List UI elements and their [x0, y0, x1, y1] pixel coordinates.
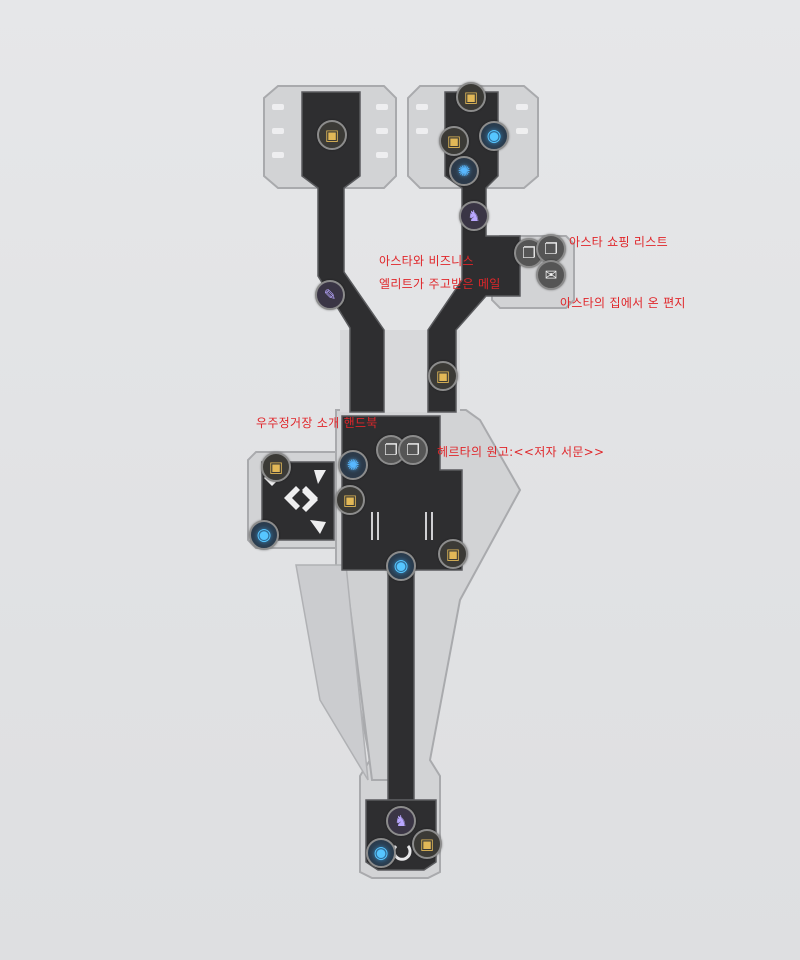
- treasure-chest-icon[interactable]: ▣: [428, 361, 458, 391]
- label-business-line2: 엘리트가 주고받은 메일: [379, 277, 501, 291]
- treasure-chest-icon[interactable]: ▣: [456, 82, 486, 112]
- label-intro-handbook: 우주정거장 소개 핸드북: [256, 416, 378, 430]
- treasure-chest-icon[interactable]: ▣: [412, 829, 442, 859]
- treasure-chest-icon[interactable]: ▣: [317, 120, 347, 150]
- space-anchor-icon[interactable]: ◉: [366, 838, 396, 868]
- treasure-chest-icon[interactable]: ▣: [335, 485, 365, 515]
- space-anchor-icon[interactable]: ◉: [249, 520, 279, 550]
- label-manuscript: 헤르타의 원고:<<저자 서문>>: [437, 445, 605, 459]
- swirl-icon[interactable]: ✺: [449, 156, 479, 186]
- npc-icon[interactable]: ♞: [386, 806, 416, 836]
- space-anchor-icon[interactable]: ◉: [479, 121, 509, 151]
- treasure-chest-icon[interactable]: ▣: [261, 452, 291, 482]
- swirl-icon[interactable]: ✺: [338, 450, 368, 480]
- space-anchor-icon[interactable]: ◉: [386, 551, 416, 581]
- readable-book-icon[interactable]: ❐: [536, 234, 566, 264]
- label-letter-home: 아스타의 집에서 온 편지: [560, 296, 686, 310]
- npc-icon[interactable]: ♞: [459, 201, 489, 231]
- readable-book-icon[interactable]: ❐: [398, 435, 428, 465]
- treasure-chest-icon[interactable]: ▣: [439, 126, 469, 156]
- treasure-chest-icon[interactable]: ▣: [438, 539, 468, 569]
- label-shopping-list: 아스타 쇼핑 리스트: [569, 235, 668, 249]
- label-business-line1: 아스타와 비즈니스: [379, 254, 474, 268]
- readable-letter-icon[interactable]: ✉: [536, 260, 566, 290]
- npc-icon[interactable]: ✎: [315, 280, 345, 310]
